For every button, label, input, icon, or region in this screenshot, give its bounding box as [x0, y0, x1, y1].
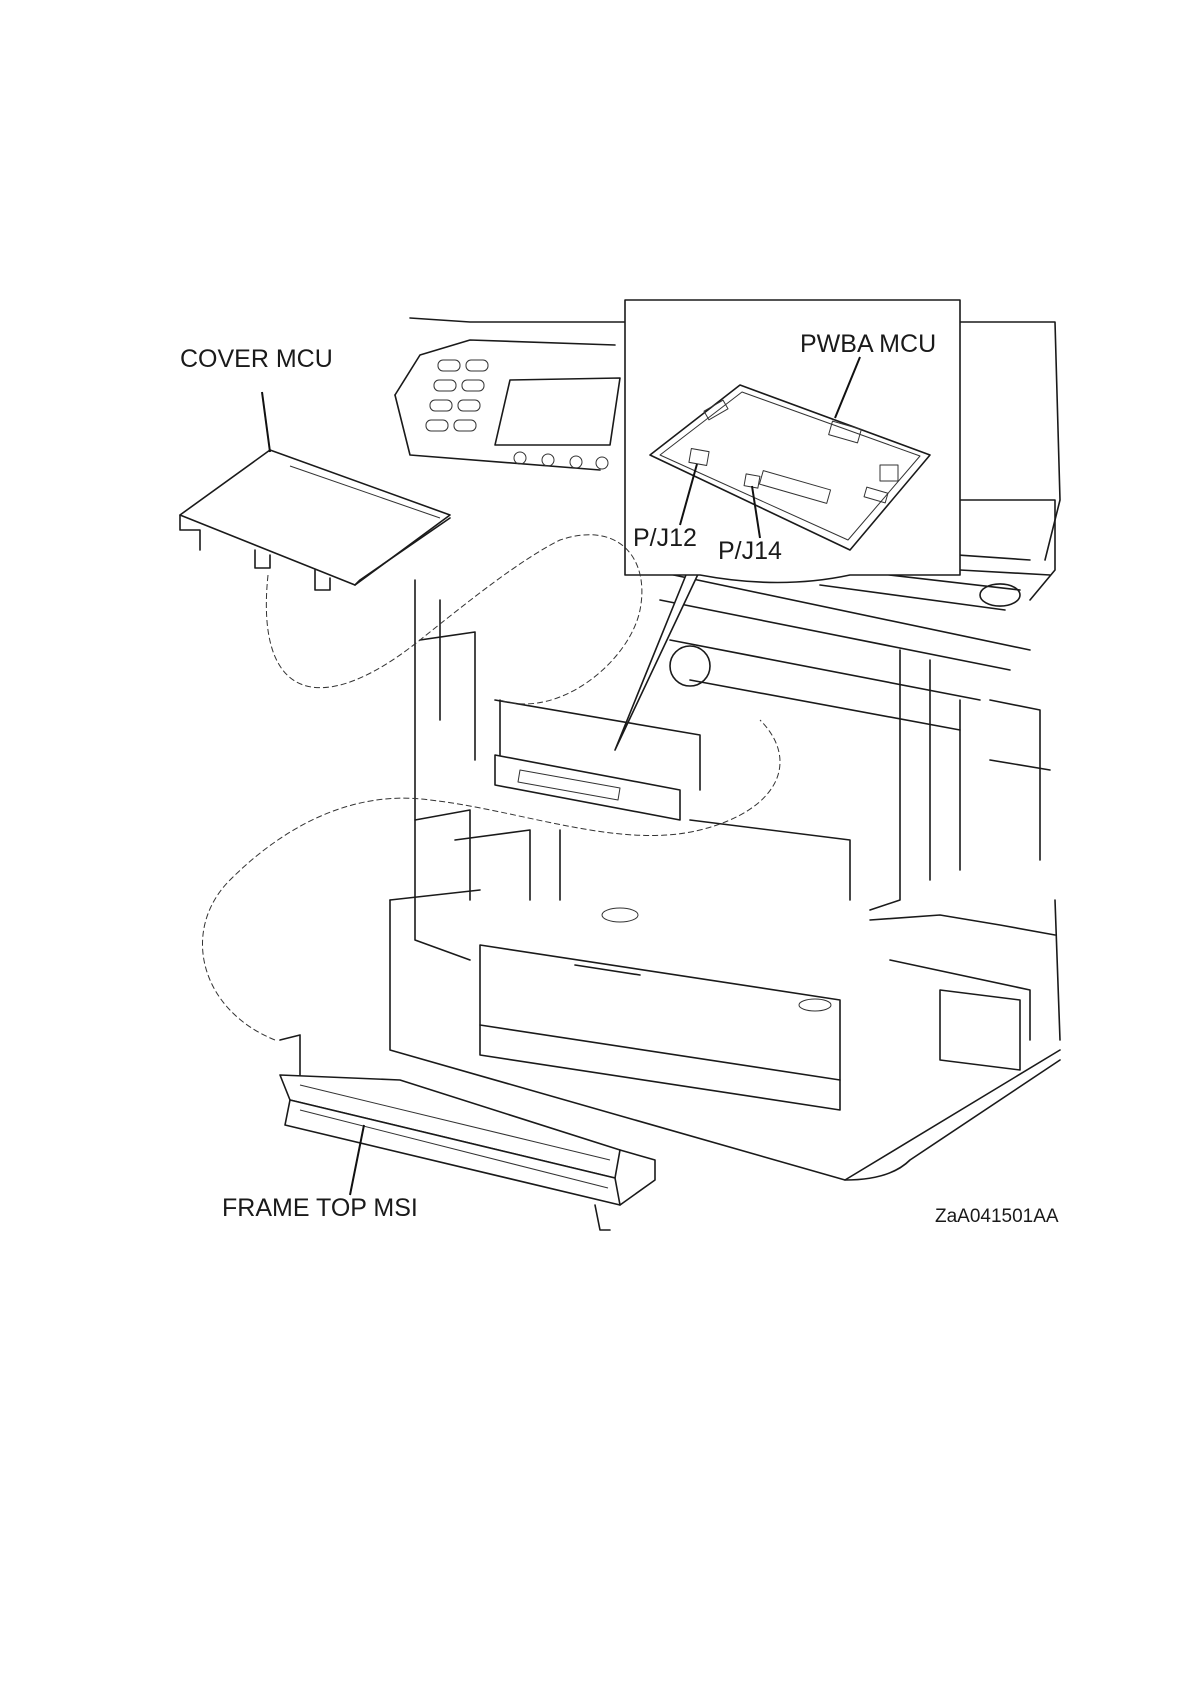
cover-mcu-label: COVER MCU — [180, 345, 333, 373]
pj12-label: P/J12 — [633, 524, 697, 552]
control-panel-buttons — [426, 360, 488, 431]
frame-top-msi-dashed-path — [202, 720, 780, 1040]
pwba-mcu-label: PWBA MCU — [800, 330, 936, 358]
label-traceability-plate — [495, 755, 680, 820]
pj14-label: P/J14 — [718, 537, 782, 565]
frame-top-msi-label: FRAME TOP MSI — [222, 1194, 418, 1222]
cover-mcu-part — [180, 450, 450, 590]
cover-mcu-leader — [262, 392, 270, 452]
display-screen — [495, 378, 620, 445]
figure-code-label: ZaA041501AA — [935, 1206, 1059, 1227]
paper-tray — [480, 945, 840, 1080]
